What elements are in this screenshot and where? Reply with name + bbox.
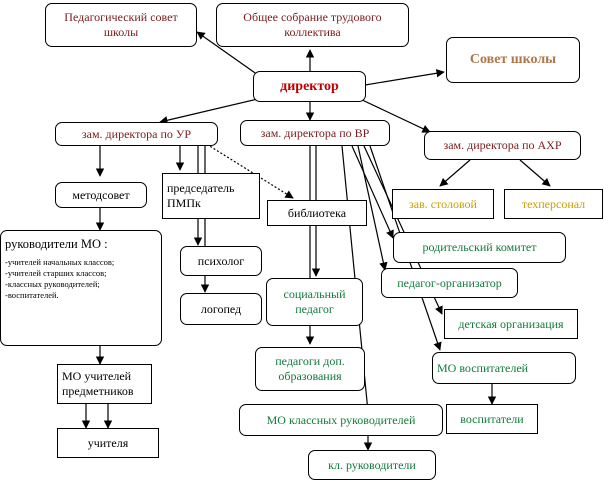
pedagogue-organizer-label: педагог-организатор	[397, 275, 502, 290]
metodsovet-box: методсовет	[55, 182, 147, 208]
mo-subject-teachers-label: МО учителей предметников	[62, 369, 134, 398]
psychologist-box: психолог	[180, 246, 262, 276]
library-box: библиотека	[267, 200, 367, 226]
arrow-ahr-tech	[519, 159, 551, 187]
mo-heads-item: -воспитателей.	[5, 290, 59, 301]
psychologist-label: психолог	[197, 253, 245, 268]
mo-heads-box: руководители МО : -учителей начальных кл…	[0, 230, 162, 346]
speech-therapist-box: логопед	[180, 293, 262, 325]
mo-heads-item: -классных руководителей;	[5, 279, 100, 290]
school-council-box: Совет школы	[446, 37, 580, 83]
mo-heads-title: руководители МО :	[5, 237, 108, 251]
parent-committee-box: родительский комитет	[393, 232, 566, 263]
speech-therapist-label: логопед	[200, 301, 242, 316]
mo-heads-item: -учителей начальных классов;	[5, 257, 115, 267]
teachers-box: учителя	[57, 428, 159, 458]
pmpk-chair-label: председатель ПМПк	[167, 181, 235, 210]
social-teacher-box: социальный педагог	[266, 278, 363, 326]
pmpk-chair-box: председатель ПМПк	[162, 173, 260, 219]
mo-heads-list: -учителей начальных классов; -учителей с…	[5, 257, 114, 301]
parent-committee-label: родительский комитет	[422, 240, 537, 254]
arrow-ahr-canteen	[439, 159, 471, 187]
deputy-ur-box: зам. директора по УР	[55, 122, 218, 146]
deputy-ur-label: зам. директора по УР	[81, 126, 192, 141]
extra-ed-teachers-box: педагоги доп. образования	[255, 347, 365, 391]
arrow-director-ped-council	[196, 31, 259, 76]
extra-ed-teachers-label: педагоги доп. образования	[275, 354, 345, 383]
mo-educators-box: МО воспитателей	[432, 352, 576, 384]
ped-council-label: Педагогический совет школы	[64, 10, 178, 39]
arrow-vr-parent	[351, 145, 394, 239]
class-heads-box: кл. руководители	[308, 450, 436, 480]
mo-class-heads-box: МО классных руководителей	[239, 404, 443, 436]
general-meeting-box: Общее собрание трудового коллектива	[216, 3, 409, 47]
educators-box: воспитатели	[446, 404, 538, 434]
tech-staff-box: техперсонал	[504, 189, 603, 219]
arrow-director-deputy-ur	[159, 97, 263, 125]
mo-heads-item: -учителей старших классов;	[5, 268, 107, 279]
mo-class-heads-label: МО классных руководителей	[266, 412, 416, 427]
library-label: библиотека	[287, 205, 347, 220]
canteen-head-box: зав. столовой	[392, 189, 494, 219]
metodsovet-label: методсовет	[72, 187, 130, 202]
class-heads-label: кл. руководители	[328, 457, 416, 472]
director-box: директор	[253, 71, 366, 102]
tech-staff-label: техперсонал	[521, 196, 586, 211]
mo-subject-teachers-box: МО учителей предметников	[57, 364, 152, 404]
deputy-ahr-label: зам. директора по АХР	[443, 138, 562, 152]
social-teacher-label: социальный педагог	[283, 287, 346, 316]
arrow-director-school-council	[364, 69, 445, 86]
teachers-label: учителя	[87, 435, 129, 450]
general-meeting-label: Общее собрание трудового коллектива	[243, 10, 382, 39]
director-label: директор	[280, 78, 339, 94]
children-org-box: детская организация	[444, 309, 578, 339]
ped-council-box: Педагогический совет школы	[45, 3, 197, 47]
arrow-vr-organizer	[357, 145, 388, 271]
pedagogue-organizer-box: педагог-организатор	[381, 268, 518, 298]
school-council-label: Совет школы	[469, 52, 557, 68]
deputy-vr-label: зам. директора по ВР	[260, 125, 370, 140]
educators-label: воспитатели	[460, 411, 524, 426]
mo-educators-label: МО воспитателей	[437, 360, 529, 375]
children-org-label: детская организация	[458, 316, 564, 331]
deputy-ahr-box: зам. директора по АХР	[424, 131, 581, 160]
canteen-head-label: зав. столовой	[409, 196, 477, 211]
arrow-director-deputy-ahr	[357, 97, 431, 133]
deputy-vr-box: зам. директора по ВР	[240, 120, 390, 146]
